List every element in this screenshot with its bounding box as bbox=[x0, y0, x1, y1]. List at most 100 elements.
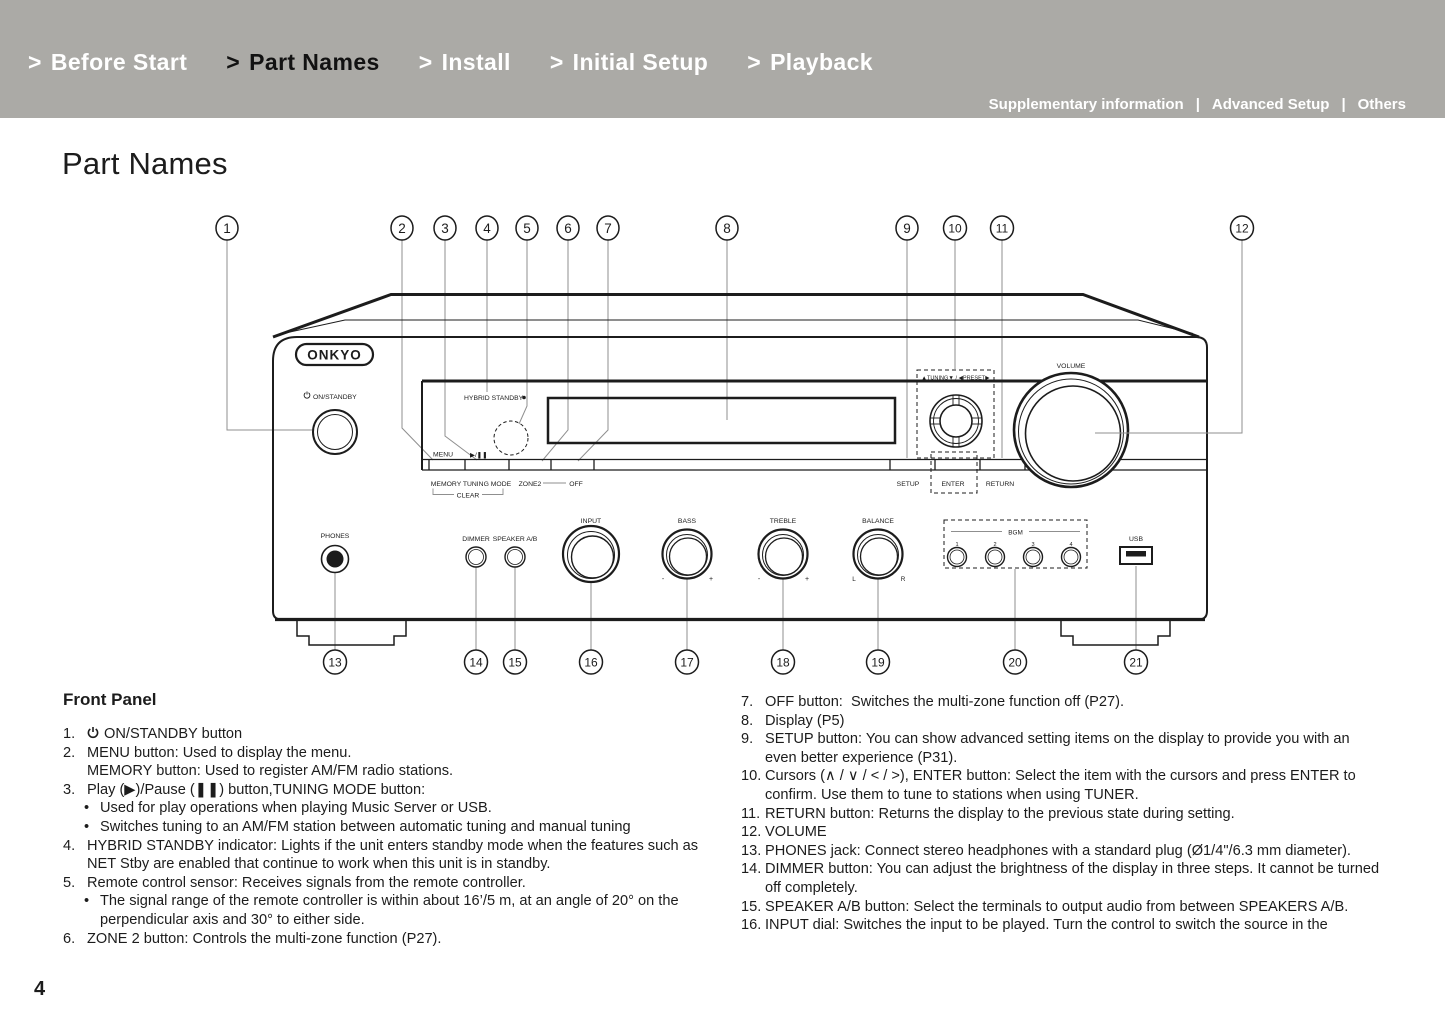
label-on-standby: ON/STANDBY bbox=[313, 394, 357, 401]
callout-number: 16 bbox=[584, 656, 598, 670]
label-enter: ENTER bbox=[941, 481, 964, 488]
brand-logo: ONKYO bbox=[307, 348, 362, 363]
bass-minus: - bbox=[662, 576, 665, 583]
item-text: The signal range of the remote controlle… bbox=[100, 893, 683, 928]
chevron-icon: > bbox=[226, 49, 241, 75]
label-tuning-preset: ▲TUNING▼ / ◀PRESET▶ bbox=[921, 376, 990, 382]
item-number: 3. bbox=[63, 781, 76, 798]
item-number: 15. bbox=[741, 898, 762, 915]
nav-initial-setup[interactable]: >Initial Setup bbox=[550, 49, 708, 76]
dimmer-button bbox=[465, 546, 487, 568]
nav-playback[interactable]: >Playback bbox=[747, 49, 873, 76]
label-play-pause: ▶/❚❚ bbox=[470, 452, 488, 459]
label-tuning-mode: TUNING MODE bbox=[463, 481, 512, 488]
item-text: SPEAKER A/B button: Select the terminals… bbox=[765, 898, 1349, 915]
list-item: 13.PHONES jack: Connect stereo headphone… bbox=[741, 842, 1381, 861]
item-number: 11. bbox=[741, 805, 761, 822]
separator: | bbox=[1195, 96, 1200, 113]
chevron-icon: > bbox=[747, 49, 762, 75]
list-item: 15.SPEAKER A/B button: Select the termin… bbox=[741, 898, 1381, 917]
bgm-1-label: 1 bbox=[955, 542, 958, 548]
list-item: •Switches tuning to an AM/FM station bet… bbox=[63, 818, 703, 837]
item-text: RETURN button: Returns the display to th… bbox=[765, 805, 1235, 822]
item-number: 7. bbox=[741, 694, 754, 710]
label-off: OFF bbox=[569, 481, 583, 488]
left-foot bbox=[296, 621, 407, 646]
callout-leader-lines bbox=[226, 240, 1137, 651]
callout-number: 3 bbox=[441, 221, 449, 236]
bullet: • bbox=[84, 893, 90, 910]
callout-number: 2 bbox=[398, 221, 406, 236]
callout-number: 19 bbox=[871, 656, 885, 670]
list-item: 8.Display (P5) bbox=[741, 712, 1381, 731]
callout-number: 15 bbox=[508, 656, 522, 670]
bgm-3-label: 3 bbox=[1031, 542, 1034, 548]
item-text: PHONES jack: Connect stereo headphones w… bbox=[765, 842, 1351, 859]
callout-number: 12 bbox=[1235, 222, 1249, 236]
top-banner: >Before Start >Part Names >Install >Init… bbox=[0, 0, 1445, 118]
nav-install[interactable]: >Install bbox=[419, 49, 511, 76]
item-text: VOLUME bbox=[765, 824, 827, 841]
nav-part-names[interactable]: >Part Names bbox=[226, 49, 379, 76]
label-dimmer: DIMMER bbox=[462, 536, 490, 543]
nav-advanced-setup[interactable]: Advanced Setup bbox=[1211, 96, 1330, 113]
label-clear: CLEAR bbox=[457, 493, 480, 500]
list-item: 12.VOLUME bbox=[741, 823, 1381, 842]
tuning-ring bbox=[929, 394, 983, 448]
item-number: 12. bbox=[741, 824, 762, 841]
item-text: OFF button: Switches the multi-zone func… bbox=[765, 694, 1125, 710]
item-text: Used for play operations when playing Mu… bbox=[100, 800, 492, 817]
callout-number: 10 bbox=[948, 222, 962, 236]
nav-before-start[interactable]: >Before Start bbox=[28, 49, 187, 76]
bgm-2-label: 2 bbox=[993, 542, 996, 548]
callouts-top: 1 2 3 4 5 6 7 8 9 10 11 12 bbox=[215, 215, 1255, 241]
label-menu: MENU bbox=[433, 452, 453, 459]
item-number: 6. bbox=[63, 930, 76, 947]
nav-label: Install bbox=[441, 49, 511, 75]
callouts-bottom: 13 14 15 16 17 18 19 20 21 bbox=[322, 649, 1149, 675]
item-text: Display (P5) bbox=[765, 712, 845, 729]
callout-number: 6 bbox=[564, 221, 572, 236]
label-volume: VOLUME bbox=[1057, 363, 1086, 370]
list-item: 5.Remote control sensor: Receives signal… bbox=[63, 874, 703, 893]
item-text: SETUP button: You can show advanced sett… bbox=[765, 731, 1354, 766]
item-text: Play (▶)/Pause (❚❚) button,TUNING MODE b… bbox=[87, 781, 426, 798]
balance-left: L bbox=[852, 576, 856, 583]
separator: | bbox=[1341, 96, 1346, 113]
callout-number: 8 bbox=[723, 221, 731, 236]
item-number: 16. bbox=[741, 917, 762, 934]
callout-number: 7 bbox=[604, 221, 612, 236]
list-item: 16.INPUT dial: Switches the input to be … bbox=[741, 916, 1381, 935]
list-item: 7. OFF button: Switches the multi-zone fu… bbox=[741, 693, 1381, 712]
callout-number: 4 bbox=[483, 221, 491, 236]
bgm-4-label: 4 bbox=[1069, 542, 1072, 548]
item-text: DIMMER button: You can adjust the bright… bbox=[765, 861, 1384, 896]
list-item: 14.DIMMER button: You can adjust the bri… bbox=[741, 860, 1381, 897]
label-input: INPUT bbox=[581, 518, 601, 525]
item-text: Cursors (∧ / ∨ / < / >), ENTER button: S… bbox=[765, 768, 1360, 803]
item-number: 10. bbox=[741, 768, 762, 785]
callout-number: 1 bbox=[223, 221, 231, 236]
item-number: 14. bbox=[741, 861, 762, 878]
item-number: 13. bbox=[741, 842, 762, 859]
label-hybrid-standby: HYBRID STANDBY bbox=[464, 395, 524, 402]
nav-supplementary-information[interactable]: Supplementary information bbox=[988, 96, 1184, 113]
item-text: INPUT dial: Switches the input to be pla… bbox=[765, 917, 1328, 934]
brand-logo-outline bbox=[294, 342, 375, 367]
callout-number: 11 bbox=[996, 222, 1009, 236]
tuning-dashed-box bbox=[916, 369, 995, 459]
label-memory: MEMORY bbox=[431, 481, 462, 488]
callout-number: 18 bbox=[776, 656, 790, 670]
nav-others[interactable]: Others bbox=[1357, 96, 1406, 113]
enter-dashed-box bbox=[930, 451, 978, 494]
label-setup: SETUP bbox=[897, 481, 920, 488]
label-zone2: ZONE2 bbox=[519, 481, 542, 488]
item-text: Remote control sensor: Receives signals … bbox=[87, 874, 526, 891]
phones-jack bbox=[320, 544, 350, 574]
list-item: 11.RETURN button: Returns the display to… bbox=[741, 805, 1381, 824]
bass-knob bbox=[661, 528, 713, 580]
display bbox=[546, 396, 897, 445]
label-bass: BASS bbox=[678, 518, 697, 525]
item-text: ON/STANDBY button bbox=[104, 726, 243, 742]
list-item: 4.HYBRID STANDBY indicator: Lights if th… bbox=[63, 837, 703, 874]
